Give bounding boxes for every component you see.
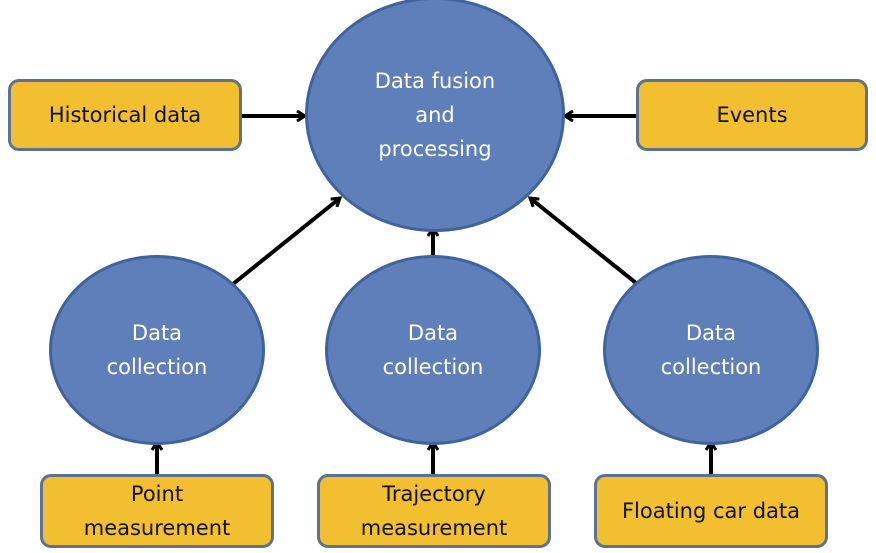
data-collection-label: Data collection: [382, 321, 484, 379]
data-fusion-label: Data fusion and processing: [374, 68, 496, 161]
floating-car-data-box: Floating car data: [594, 474, 828, 548]
data-collection-circle-middle: Data collection: [325, 255, 541, 445]
data-collection-label: Data collection: [660, 321, 762, 379]
point-measurement-box: Point measurement: [40, 474, 274, 548]
historical-data-box: Historical data: [8, 79, 242, 151]
data-collection-label: Data collection: [106, 321, 208, 379]
data-fusion-circle: Data fusion and processing: [305, 0, 565, 232]
point-measurement-label: Point measurement: [83, 482, 231, 540]
trajectory-measurement-label: Trajectory measurement: [360, 482, 508, 540]
trajectory-measurement-box: Trajectory measurement: [317, 474, 551, 548]
data-collection-circle-left: Data collection: [49, 255, 265, 445]
data-collection-circle-right: Data collection: [603, 255, 819, 445]
events-label: Events: [716, 103, 788, 127]
arrow-collection-left-to-center: [231, 198, 340, 286]
events-box: Events: [636, 79, 868, 151]
historical-data-label: Historical data: [48, 103, 202, 127]
floating-car-data-label: Floating car data: [621, 499, 801, 523]
arrow-collection-right-to-center: [530, 198, 638, 285]
